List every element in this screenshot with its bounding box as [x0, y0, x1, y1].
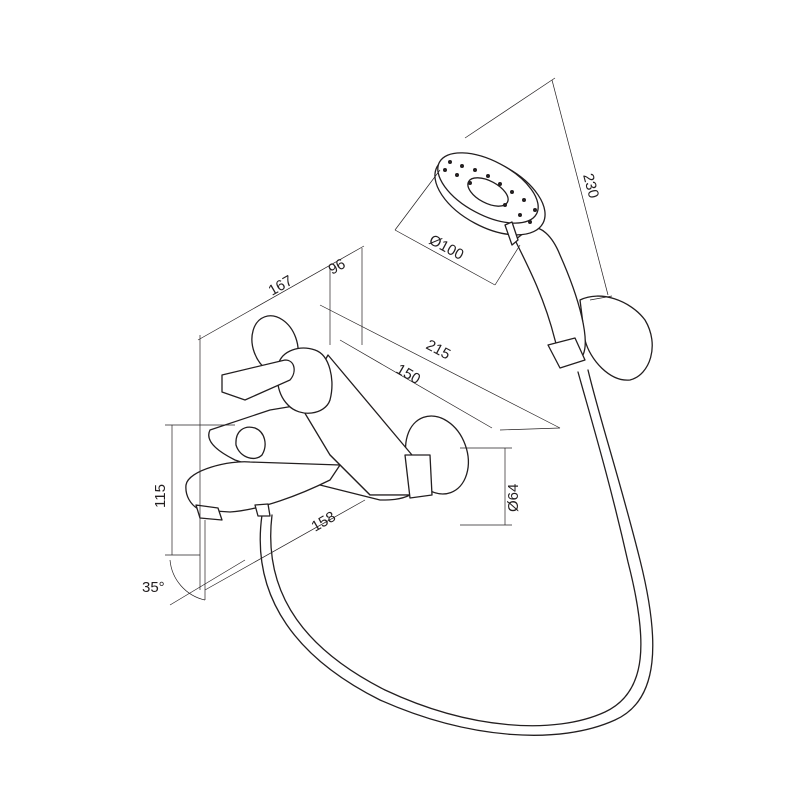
- shower-hose: [259, 369, 654, 736]
- dim-hand-shower-length: 230: [579, 172, 602, 201]
- shower-nozzles: [443, 160, 537, 224]
- dimension-lines: [165, 77, 613, 606]
- dim-width-total: 167: [266, 272, 296, 299]
- dim-height: 115: [152, 484, 169, 508]
- dim-flange-diameter: Ø64: [505, 484, 522, 512]
- dim-lever-offset: 96: [326, 255, 349, 278]
- dim-shower-head-diameter: Ø100: [426, 232, 466, 264]
- dim-depth-body: 150: [393, 361, 423, 388]
- hand-shower: [434, 152, 653, 381]
- mixer-body: [185, 315, 469, 521]
- dim-spout-angle: 35°: [142, 579, 165, 596]
- dim-spout-length: 158: [309, 508, 339, 535]
- dim-depth-total: 215: [423, 337, 453, 364]
